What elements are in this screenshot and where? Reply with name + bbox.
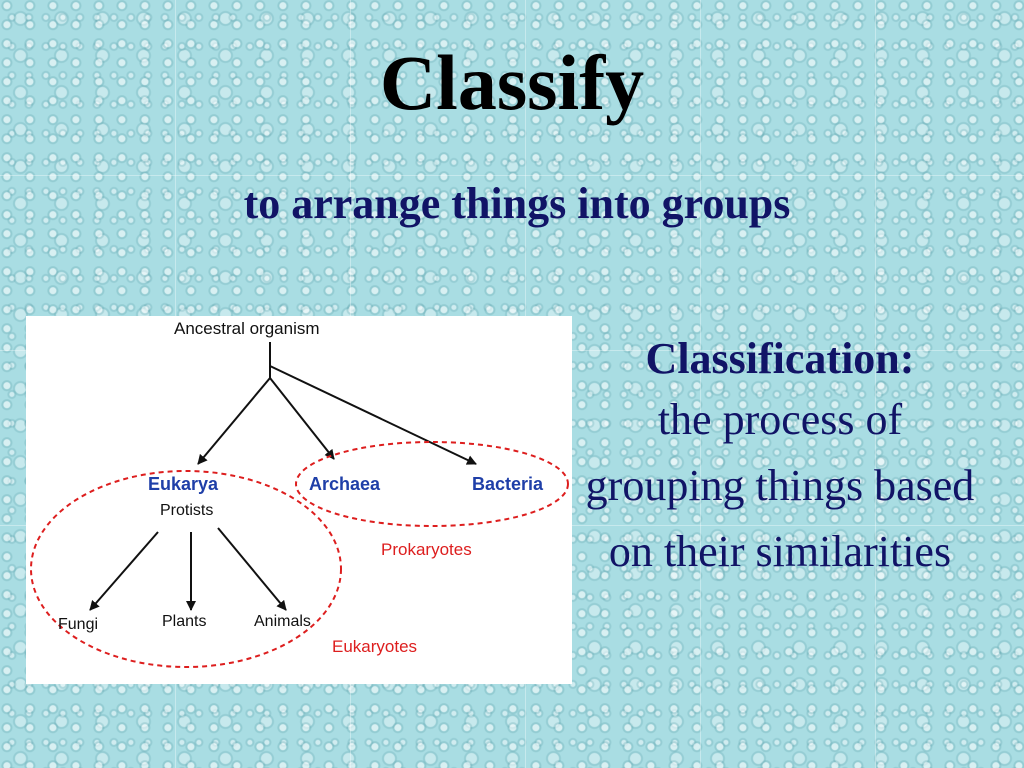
definition-term: Classification: [645, 334, 915, 383]
arrow-to-archaea [269, 377, 335, 460]
bacteria-label: Bacteria [472, 474, 544, 494]
fungi-label: Fungi [58, 616, 99, 633]
eukaryotes-label: Eukaryotes [332, 637, 418, 656]
plants-label: Plants [162, 613, 207, 630]
slide-subtitle: to arrange things into groups [243, 179, 791, 228]
slide-title: Classify [379, 39, 645, 126]
diagram-graphics [30, 342, 569, 668]
tile-seam [0, 175, 1024, 176]
arrow-to-fungi [89, 531, 159, 611]
tile-seam [700, 0, 701, 768]
archaea-label: Archaea [309, 474, 381, 494]
eukaryotes-outline [30, 470, 342, 668]
arrow-to-animals [217, 527, 287, 611]
tile-seam [875, 0, 876, 768]
definition-text: the process of grouping things based on … [585, 395, 975, 577]
definition-block: Classification: the process of grouping … [585, 330, 975, 585]
eukarya-label: Eukarya [148, 474, 219, 494]
classification-diagram: Ancestral organism Eukarya Archaea Bacte… [26, 316, 572, 684]
animals-label: Animals [254, 613, 311, 630]
prokaryotes-outline [295, 441, 569, 527]
arrow-to-eukarya [197, 377, 271, 465]
arrow-to-bacteria [269, 365, 477, 465]
protists-label: Protists [160, 502, 214, 519]
root-label: Ancestral organism [174, 319, 320, 338]
prokaryotes-label: Prokaryotes [381, 540, 472, 559]
